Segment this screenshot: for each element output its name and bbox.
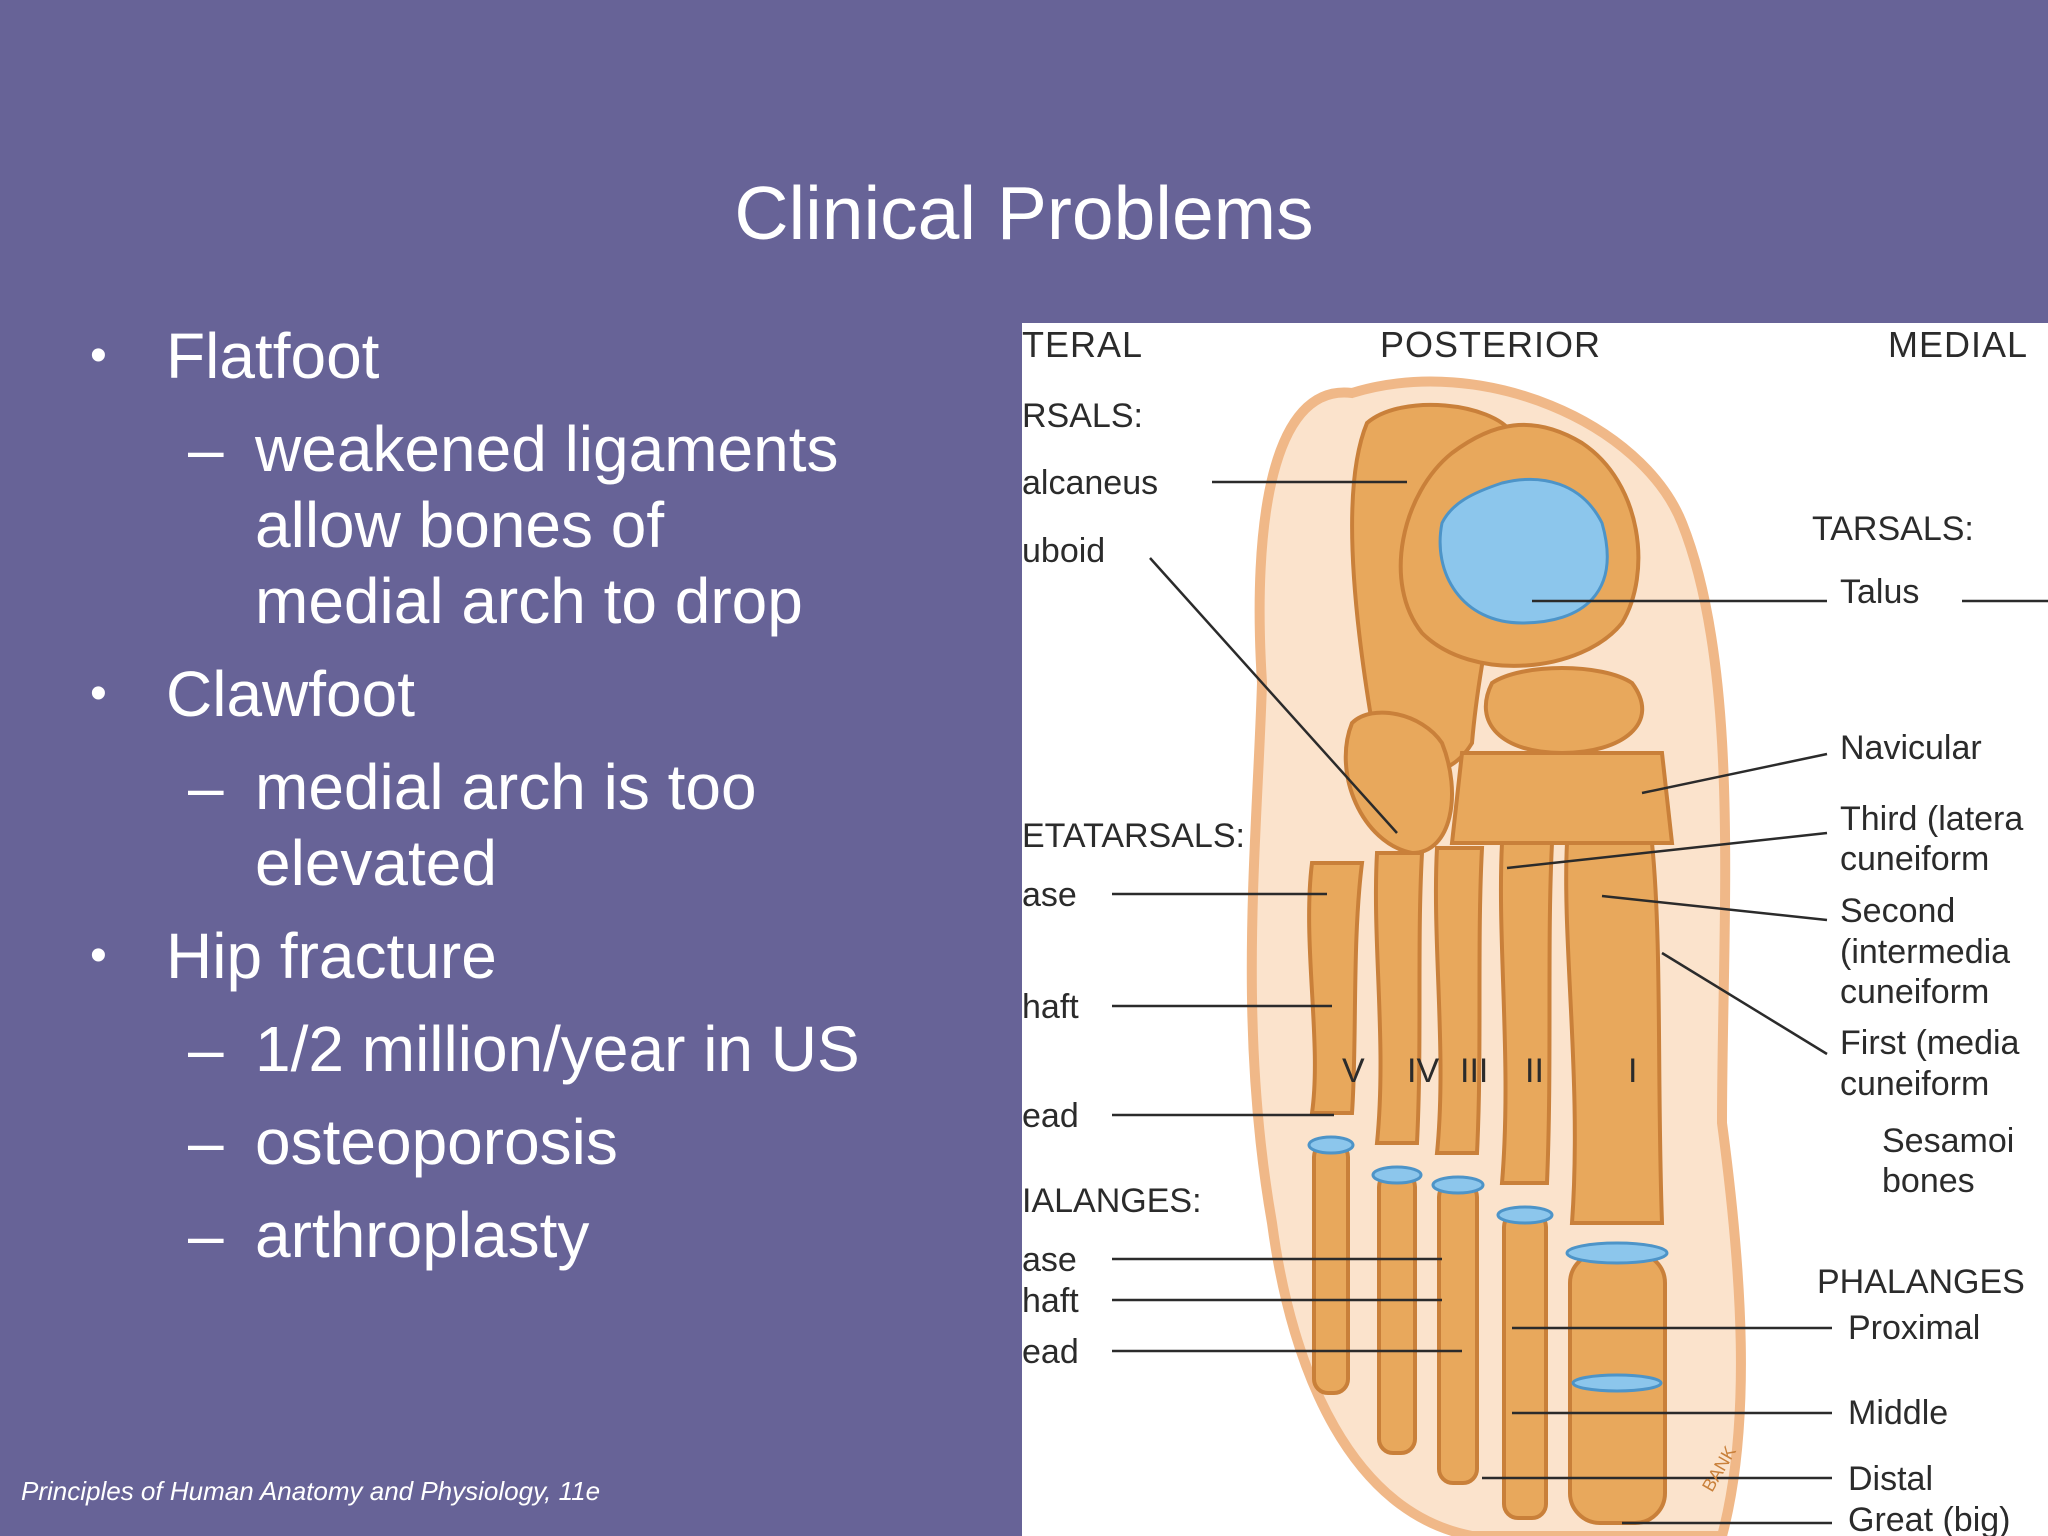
label-phalanx-shaft: haft — [1022, 1282, 1079, 1320]
label-middle: Middle — [1848, 1394, 1948, 1432]
dash-glyph: – — [188, 751, 224, 823]
foot-skeleton-figure: TERAL POSTERIOR MEDIAL RSALS: alcaneus u… — [1022, 323, 2048, 1536]
talus-cartilage — [1438, 477, 1609, 625]
leader-lines-right — [1482, 599, 2048, 1525]
sub-item: –medial arch is too — [80, 749, 1020, 825]
numeral-v: V — [1342, 1052, 1365, 1090]
bullet-label: Clawfoot — [166, 658, 415, 730]
bullet-label: Hip fracture — [166, 920, 497, 992]
sub-item-text: allow bones of — [255, 489, 665, 561]
sub-item-continued: medial arch to drop — [80, 563, 1020, 639]
label-calcaneus: alcaneus — [1022, 464, 1158, 502]
footer-citation: Principles of Human Anatomy and Physiolo… — [21, 1476, 601, 1506]
foot-skeleton-illustration: TERAL POSTERIOR MEDIAL RSALS: alcaneus u… — [1022, 324, 2048, 1536]
phalanx-iii — [1437, 1181, 1479, 1485]
phalanx-ii — [1502, 1211, 1548, 1520]
cuboid-bone — [1343, 710, 1454, 856]
metatarsal-iii — [1433, 846, 1485, 1155]
sub-item: –arthroplasty — [80, 1197, 1020, 1273]
sub-item-text: medial arch to drop — [255, 565, 803, 637]
label-cuboid: uboid — [1022, 532, 1105, 570]
cuneiform-bones — [1449, 751, 1675, 845]
bullet-item-hip-fracture: • Hip fracture — [80, 918, 1020, 994]
numeral-iv: IV — [1407, 1052, 1439, 1090]
numeral-i: I — [1628, 1052, 1637, 1090]
label-second-cuneiform-2: (intermedia — [1840, 933, 2010, 971]
label-talus: Talus — [1840, 573, 1919, 611]
bullet-label: Flatfoot — [166, 320, 380, 392]
bullet-glyph: • — [90, 667, 107, 720]
joint-cartilage-i — [1565, 1241, 1669, 1265]
label-metatarsal-head: ead — [1022, 1097, 1079, 1135]
sub-item-text: medial arch is too — [255, 751, 757, 823]
dash-glyph: – — [188, 1013, 224, 1085]
label-first-cuneiform-2: cuneiform — [1840, 1065, 1989, 1103]
label-distal: Distal — [1848, 1460, 1933, 1498]
joint-cartilage — [1307, 1135, 1669, 1393]
joint-cartilage-v — [1307, 1135, 1355, 1155]
header-medial: MEDIAL — [1888, 324, 2028, 365]
sub-item-text: arthroplasty — [255, 1199, 590, 1271]
navicular-bone — [1483, 666, 1645, 756]
joint-cartilage-iii — [1431, 1175, 1485, 1195]
sub-item-text: 1/2 million/year in US — [255, 1013, 860, 1085]
header-posterior: POSTERIOR — [1380, 324, 1601, 365]
header-lateral: TERAL — [1022, 324, 1143, 365]
bullet-item-clawfoot: • Clawfoot — [80, 656, 1020, 732]
dash-glyph: – — [188, 1106, 224, 1178]
label-proximal: Proximal — [1848, 1309, 1980, 1347]
label-third-cuneiform-1: Third (latera — [1840, 800, 2023, 838]
metatarsal-v — [1307, 861, 1365, 1115]
sub-item: –weakened ligaments — [80, 411, 1020, 487]
label-tarsals-left: RSALS: — [1022, 397, 1143, 435]
label-navicular: Navicular — [1840, 729, 1982, 767]
label-phalanx-head: ead — [1022, 1333, 1079, 1371]
label-tarsals-right: TARSALS: — [1812, 510, 1974, 548]
metatarsal-ii — [1498, 841, 1555, 1185]
sub-item-text: osteoporosis — [255, 1106, 618, 1178]
bullet-glyph: • — [90, 329, 107, 382]
label-sesamoid-1: Sesamoi — [1882, 1122, 2014, 1160]
joint-cartilage-ii — [1496, 1205, 1554, 1225]
label-sesamoid-2: bones — [1882, 1162, 1975, 1200]
sub-item-text: elevated — [255, 827, 497, 899]
sub-item-continued: allow bones of — [80, 487, 1020, 563]
bullet-item-flatfoot: • Flatfoot — [80, 318, 1020, 394]
dash-glyph: – — [188, 413, 224, 485]
slide-title: Clinical Problems — [734, 171, 1314, 255]
label-great-toe: Great (big) — [1848, 1501, 2011, 1536]
label-phalanges-left: IALANGES: — [1022, 1182, 1202, 1220]
metatarsal-bones — [1307, 841, 1665, 1225]
sub-item-continued: elevated — [80, 825, 1020, 901]
sub-item: –osteoporosis — [80, 1104, 1020, 1180]
numeral-ii: II — [1525, 1052, 1544, 1090]
sub-item-text: weakened ligaments — [255, 413, 839, 485]
joint-cartilage-iv — [1371, 1165, 1423, 1185]
metatarsal-iv — [1373, 851, 1425, 1145]
sub-item: –1/2 million/year in US — [80, 1011, 1020, 1087]
label-phalanges-right: PHALANGES — [1817, 1263, 2025, 1301]
numeral-iii: III — [1460, 1052, 1488, 1090]
metatarsal-i — [1564, 841, 1665, 1225]
dash-glyph: – — [188, 1199, 224, 1271]
phalanx-v — [1312, 1141, 1350, 1395]
bullet-list: •Flatfoot –weakened ligaments allow bone… — [80, 318, 1020, 1273]
label-metatarsal-base: ase — [1022, 876, 1077, 914]
leader-lines-left — [1112, 480, 1462, 1353]
label-phalanx-base: ase — [1022, 1241, 1077, 1279]
label-second-cuneiform-3: cuneiform — [1840, 973, 1989, 1011]
bullet-glyph: • — [90, 929, 107, 982]
joint-cartilage-i-distal — [1571, 1373, 1663, 1393]
label-metatarsals: ETATARSALS: — [1022, 817, 1245, 855]
label-third-cuneiform-2: cuneiform — [1840, 840, 1989, 878]
label-second-cuneiform-1: Second — [1840, 892, 1955, 930]
label-first-cuneiform-1: First (media — [1840, 1024, 2020, 1062]
phalanx-iv — [1377, 1171, 1417, 1455]
label-metatarsal-shaft: haft — [1022, 988, 1079, 1026]
